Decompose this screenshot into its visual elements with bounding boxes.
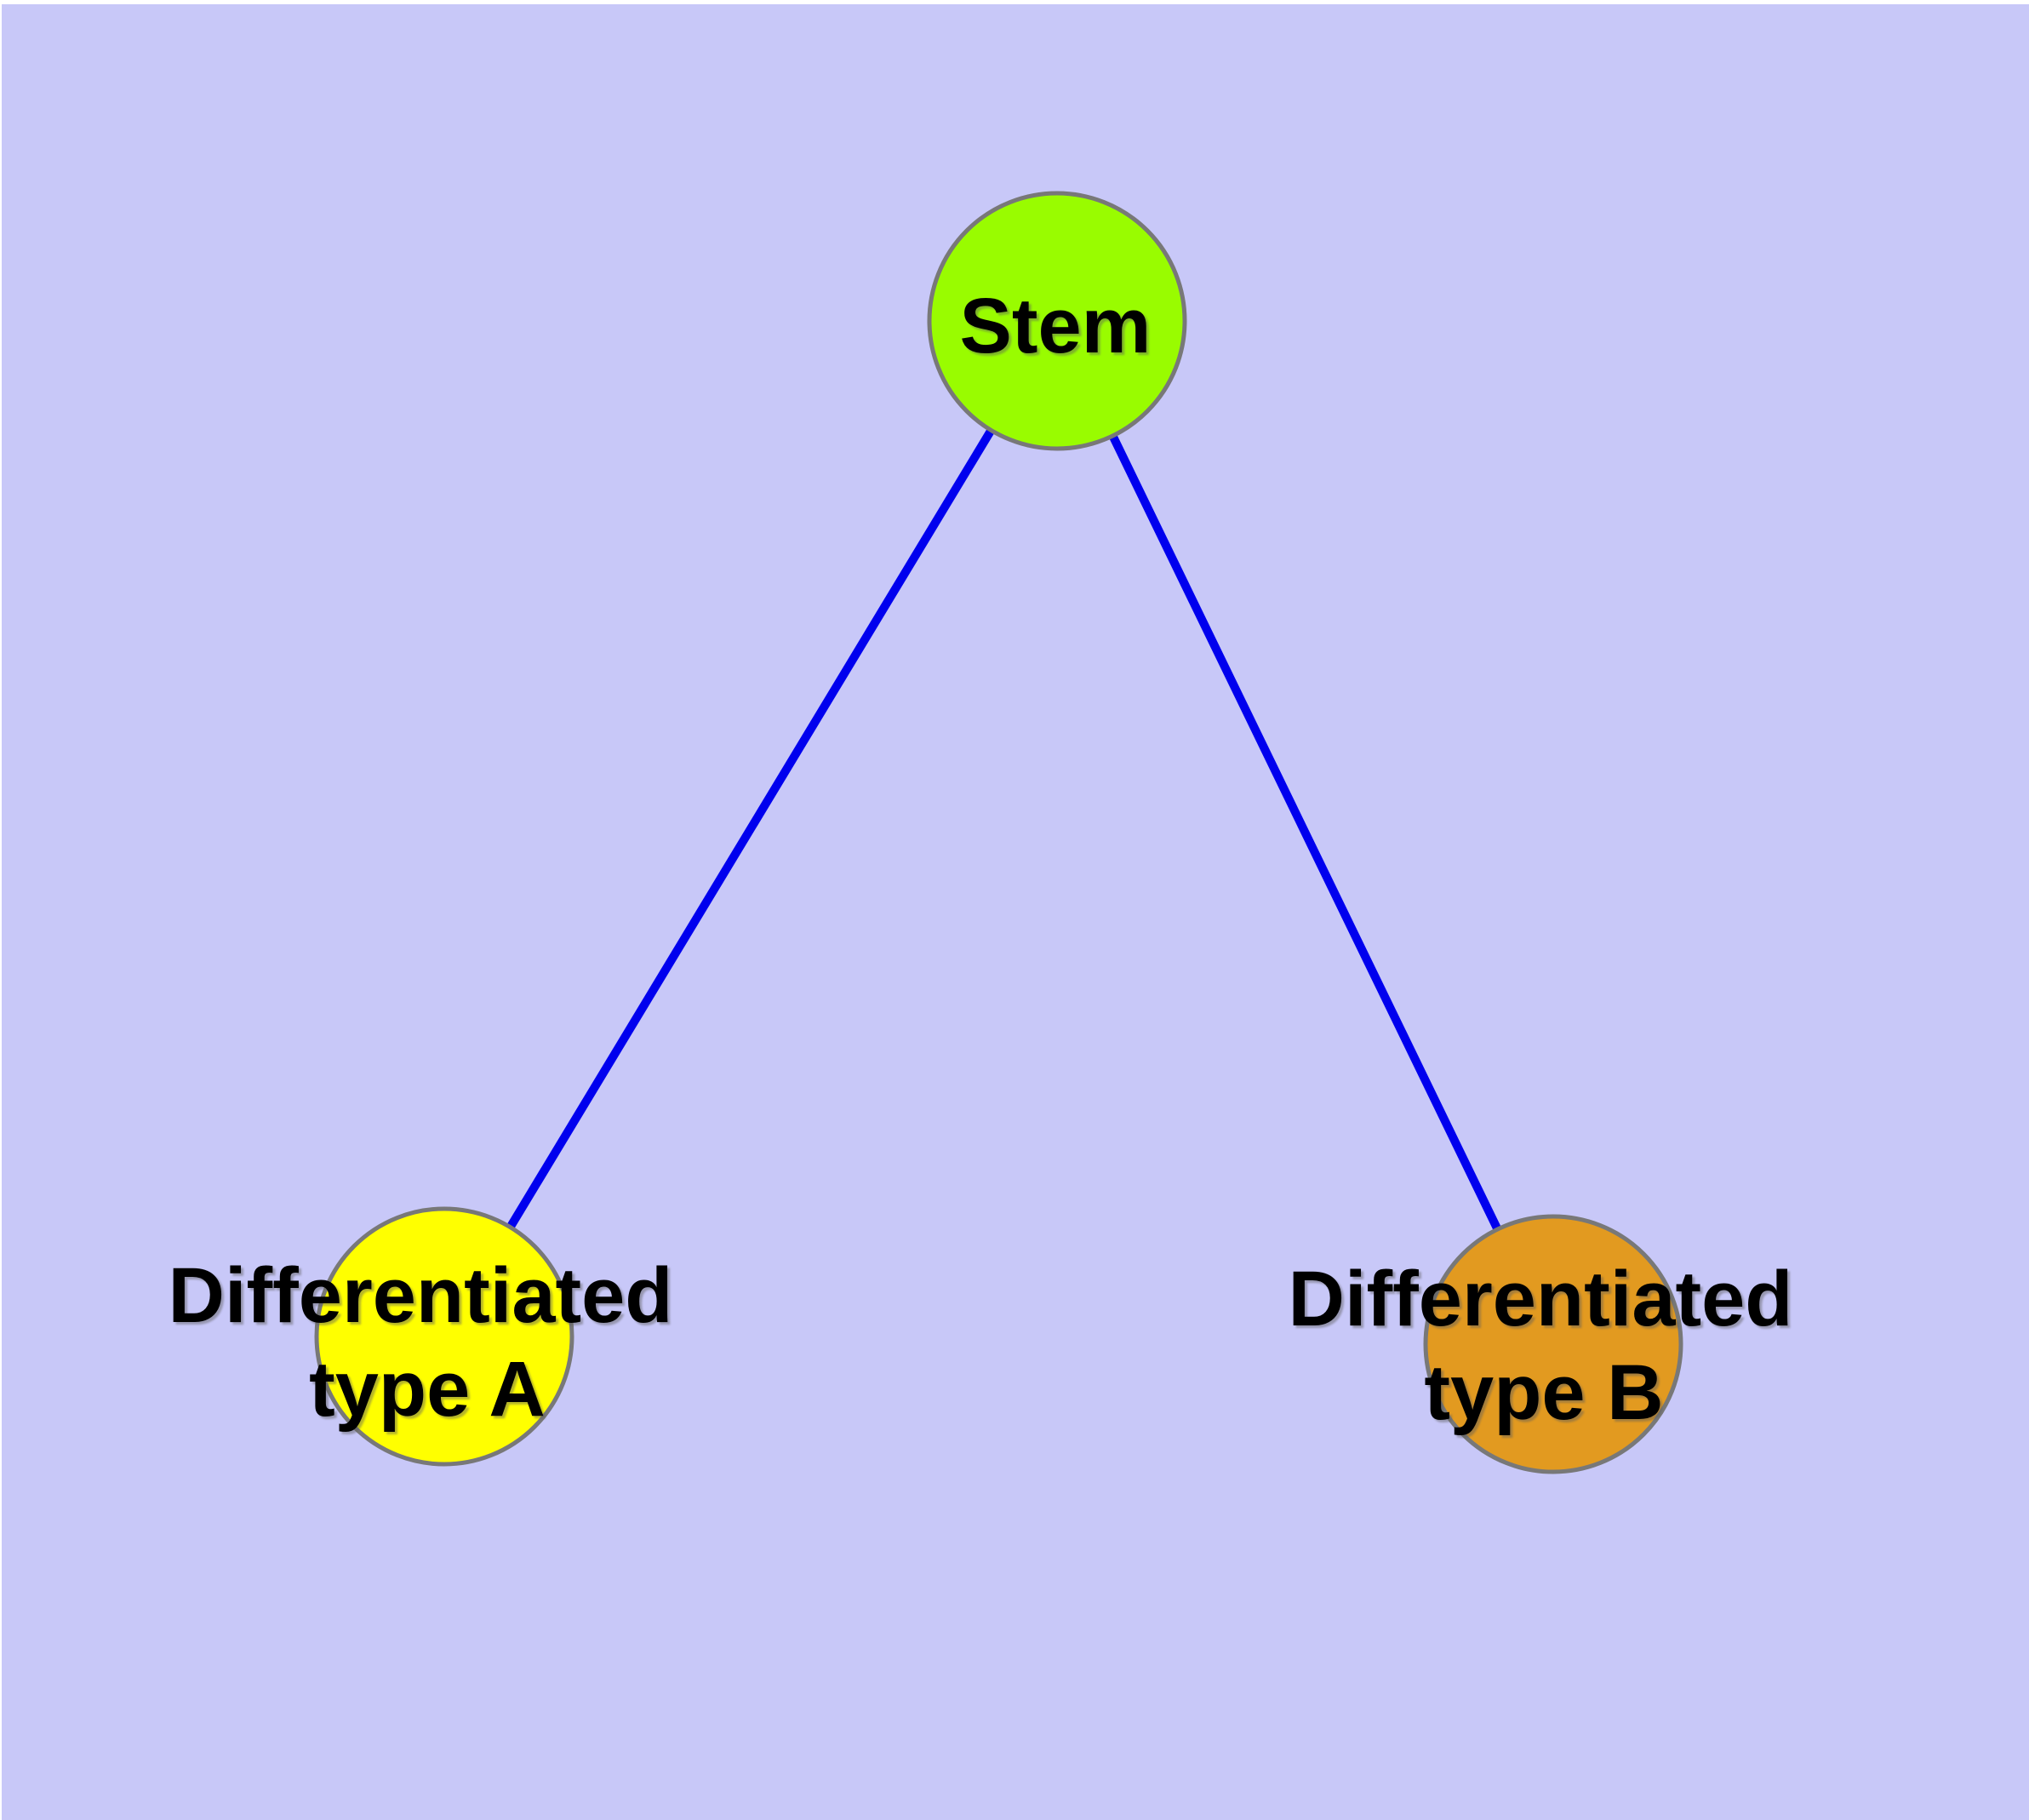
node-differentiated-type-b (1423, 1214, 1683, 1474)
node-type-a-label-line1: Differentiated (169, 1252, 673, 1339)
node-type-b-label-line2: type B (1424, 1349, 1663, 1436)
node-stem-label: Stem (960, 283, 1152, 369)
edge-stem-to-type-a (440, 318, 1061, 1339)
node-type-a-label-line2: type A (309, 1346, 546, 1433)
node-differentiated-type-a (314, 1206, 574, 1467)
edge-stem-to-type-b (1053, 318, 1557, 1347)
node-type-b-label-line1: Differentiated (1289, 1256, 1793, 1342)
node-stem (927, 191, 1187, 451)
diagram-canvas: Stem Differentiated type A Differentiate… (2, 4, 2029, 1820)
